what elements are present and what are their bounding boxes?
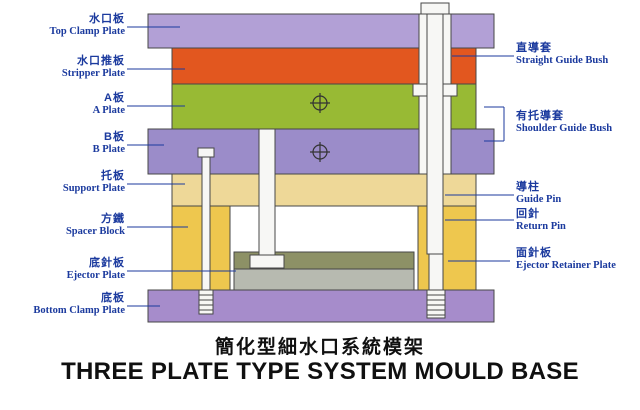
label-cn: A板 — [104, 92, 125, 104]
label-en: Support Plate — [62, 182, 125, 194]
title-chinese: 簡化型細水口系統模架 — [214, 337, 425, 358]
label-en: A Plate — [92, 104, 125, 116]
label-en: Bottom Clamp Plate — [33, 304, 125, 316]
spacer-block-left-shape — [171, 205, 231, 291]
label-a-plate: A板 A Plate — [0, 92, 125, 117]
return-pin-thread-shape — [426, 289, 446, 319]
label-en: Guide Pin — [516, 193, 562, 205]
label-bottom-clamp-plate: 底板 Bottom Clamp Plate — [0, 292, 125, 317]
left-screw-shaft-shape — [201, 156, 211, 291]
return-pin-shaft-shape — [428, 253, 444, 291]
centre-mark-a-plate — [310, 93, 330, 113]
centre-pin-foot-shape — [249, 254, 285, 269]
label-ejector-plate: 底針板 Ejector Plate — [0, 257, 125, 282]
label-en: Shoulder Guide Bush — [516, 122, 613, 134]
label-spacer-block: 方鐵 Spacer Block — [0, 213, 125, 238]
ejector-plate-shape — [233, 268, 415, 291]
label-en: Ejector Plate — [66, 269, 125, 281]
label-support-plate: 托板 Support Plate — [0, 170, 125, 195]
label-cn: 導柱 — [516, 181, 540, 193]
guide-pin-head-shape — [420, 2, 450, 15]
label-en: Top Clamp Plate — [49, 25, 125, 37]
label-cn: 托板 — [101, 170, 125, 182]
label-guide-pin: 導柱 Guide Pin — [516, 181, 638, 206]
label-cn: 水口板 — [89, 13, 125, 25]
guide-pin-shaft-shape — [426, 13, 444, 255]
label-cn: 方鐵 — [101, 213, 125, 225]
label-en: B Plate — [92, 143, 125, 155]
label-top-clamp-plate: 水口板 Top Clamp Plate — [0, 13, 125, 38]
label-cn: 直導套 — [516, 42, 552, 54]
title-english: THREE PLATE TYPE SYSTEM MOULD BASE — [61, 358, 579, 385]
label-b-plate: B板 B Plate — [0, 131, 125, 156]
label-cn: 底針板 — [89, 257, 125, 269]
label-straight-guide-bush: 直導套 Straight Guide Bush — [516, 42, 638, 67]
pins-and-bushes — [197, 2, 458, 319]
label-cn: B板 — [104, 131, 125, 143]
label-cn: 面針板 — [516, 247, 552, 259]
support-plate-shape — [171, 173, 477, 207]
label-cn: 水口推板 — [77, 55, 125, 67]
label-cn: 有托導套 — [516, 110, 564, 122]
left-screw-cap-shape — [197, 147, 215, 158]
label-en: Ejector Retainer Plate — [516, 259, 616, 271]
label-return-pin: 回針 Return Pin — [516, 208, 638, 233]
label-en: Return Pin — [516, 220, 566, 232]
leader-lines — [127, 26, 514, 307]
centre-mark-b-plate — [310, 142, 330, 162]
left-screw-thread-shape — [198, 289, 214, 315]
label-en: Spacer Block — [65, 225, 125, 237]
label-shoulder-guide-bush: 有托導套 Shoulder Guide Bush — [516, 110, 638, 135]
label-cn: 底板 — [101, 292, 125, 304]
label-en: Straight Guide Bush — [516, 54, 609, 66]
centre-pin-shaft-shape — [258, 128, 276, 256]
label-stripper-plate: 水口推板 Stripper Plate — [0, 55, 125, 80]
label-en: Stripper Plate — [61, 67, 125, 79]
label-ejector-retainer-plate: 面針板 Ejector Retainer Plate — [516, 247, 638, 272]
label-cn: 回針 — [516, 208, 540, 220]
